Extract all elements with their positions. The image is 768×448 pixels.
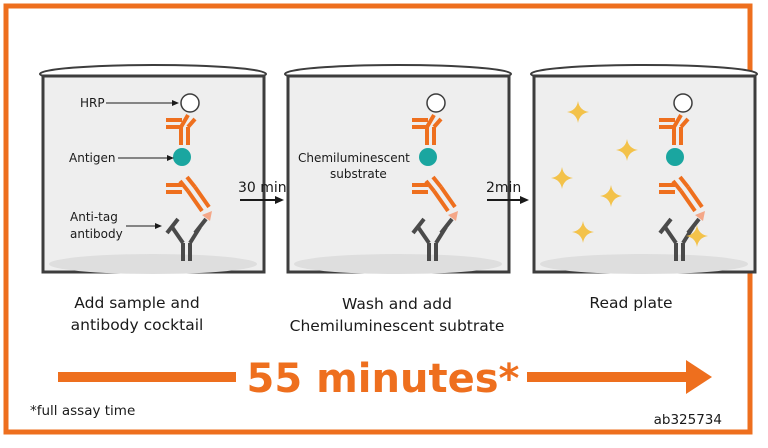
step-2-caption-line2: Chemiluminescent subtrate: [290, 317, 505, 335]
step-1-caption-line1: Add sample and: [74, 294, 199, 312]
antigen-arrowhead: [167, 155, 174, 161]
well-1: [39, 64, 267, 274]
transition-arrowhead-2: [520, 196, 529, 204]
transition-label-2: 2min: [486, 180, 521, 196]
step-2-caption-line1: Wash and add: [342, 295, 452, 313]
total-time-label: 55 minutes*: [247, 356, 520, 402]
footnote: *full assay time: [30, 403, 135, 419]
timeline-bar-left: [58, 372, 236, 382]
anti-tag-arrowhead: [155, 223, 162, 229]
antigen-label: Antigen: [69, 151, 115, 165]
transition-label-1: 30 min: [238, 180, 287, 196]
step-1-caption-line2: antibody cocktail: [71, 316, 204, 334]
anti-tag-label-line2: antibody: [70, 227, 123, 241]
chemi-label-line2: substrate: [330, 167, 387, 181]
timeline-arrowhead: [686, 360, 712, 394]
hrp-label: HRP: [80, 96, 105, 110]
timeline-bar-right: [527, 372, 687, 382]
product-code: ab325734: [654, 412, 722, 428]
step-3-caption-line1: Read plate: [589, 294, 672, 312]
transition-arrowhead-1: [275, 196, 284, 204]
anti-tag-label-line1: Anti-tag: [70, 210, 118, 224]
well-2: [284, 64, 512, 274]
well-3: [530, 64, 758, 274]
chemi-label-line1: Chemiluminescent: [298, 151, 410, 165]
hrp-arrowhead: [172, 100, 179, 106]
